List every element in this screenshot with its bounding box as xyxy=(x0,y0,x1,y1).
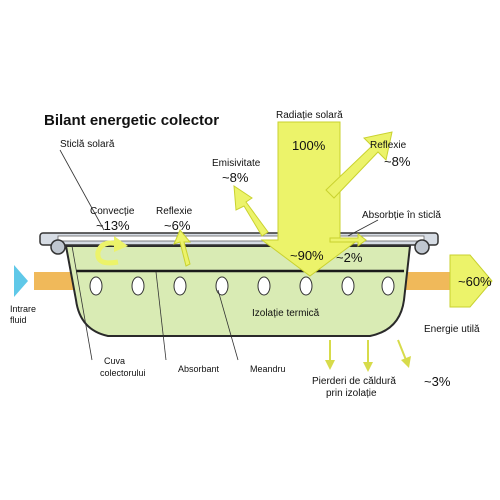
absorbed-percent: ~90% xyxy=(290,248,324,263)
tank-leader-line xyxy=(71,245,93,361)
collector-tank xyxy=(64,245,412,337)
meander-label: Meandru xyxy=(250,364,286,374)
meander-tubes xyxy=(89,276,395,296)
radiation-label: Radiație solară xyxy=(276,110,343,121)
meander-tube xyxy=(257,276,271,296)
inlet-arrow-icon xyxy=(14,265,28,297)
glass-seal-left-icon xyxy=(50,239,66,255)
emissivity-percent: ~8% xyxy=(222,170,249,185)
insulation-label: Izolație termică xyxy=(252,308,320,319)
emissivity-label: Emisivitate xyxy=(212,158,261,169)
meander-tube xyxy=(215,276,229,296)
tank-label-line1: Cuva xyxy=(104,356,125,366)
losses-label-line2: prin izolație xyxy=(326,388,377,399)
convection-label: Convecție xyxy=(90,206,135,217)
meander-tube xyxy=(131,276,145,296)
diagram-title: Bilant energetic colector xyxy=(44,112,219,129)
tank-label-line2: colectorului xyxy=(100,368,146,378)
outlet-pipe xyxy=(404,272,450,290)
losses-label-line1: Pierderi de căldură xyxy=(312,376,396,387)
reflection-top-percent: ~8% xyxy=(384,154,411,169)
meander-leader-line xyxy=(217,289,239,361)
loss-arrowhead-icon xyxy=(325,360,335,370)
absorber-leader-line xyxy=(155,271,167,361)
emissivity-arrow-icon xyxy=(233,185,269,237)
meander-tube xyxy=(89,276,103,296)
absorption-glass-arrow-icon xyxy=(329,233,367,247)
absorber-label: Absorbant xyxy=(178,364,220,374)
inlet-pipe xyxy=(34,272,74,290)
meander-tube xyxy=(173,276,187,296)
convection-arrowhead-icon xyxy=(114,236,128,252)
leader-lines xyxy=(59,149,379,361)
inlet-label-line2: fluid xyxy=(10,315,27,325)
radiation-percent: 100% xyxy=(292,138,326,153)
meander-tube xyxy=(381,276,395,296)
loss-arrow-icon xyxy=(397,339,407,361)
loss-arrowhead-icon xyxy=(401,356,411,368)
glass-label: Sticlă solară xyxy=(60,139,115,150)
reflection-inner-label: Reflexie xyxy=(156,206,193,217)
reflection-inner-percent: ~6% xyxy=(164,218,191,233)
absorption-glass-label: Absorbție în sticlă xyxy=(362,210,441,221)
heat-loss-arrows xyxy=(325,339,411,372)
useful-energy-label: Energie utilă xyxy=(424,324,480,335)
losses-percent: ~3% xyxy=(424,374,451,389)
inner-reflection-arrow-icon xyxy=(173,229,192,267)
meander-tube xyxy=(299,276,313,296)
glass-seal-right-icon xyxy=(414,239,430,255)
reflection-top-arrow-icon xyxy=(325,131,393,199)
inlet-label-line1: Intrare xyxy=(10,304,36,314)
convection-swirl-icon xyxy=(95,240,119,266)
convection-percent: ~13% xyxy=(96,218,130,233)
meander-tube xyxy=(341,276,355,296)
reflection-top-label: Reflexie xyxy=(370,140,407,151)
absorption-leader-line xyxy=(347,219,379,237)
useful-energy-percent: ~60% xyxy=(458,274,492,289)
glass-leader-line xyxy=(59,149,105,231)
useful-energy-arrow-icon xyxy=(449,254,493,308)
solar-glass-pane xyxy=(57,235,425,242)
absorption-glass-percent: ~2% xyxy=(336,250,363,265)
loss-arrowhead-icon xyxy=(363,362,373,372)
